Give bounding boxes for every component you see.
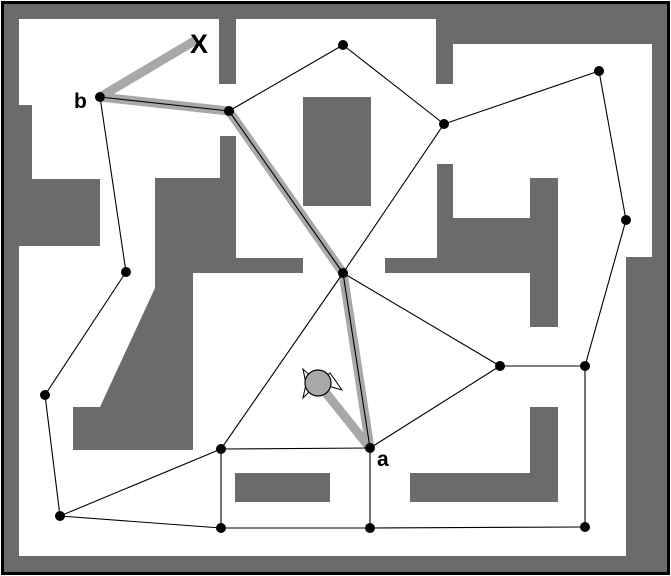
graph-node xyxy=(580,361,590,371)
graph-edge xyxy=(598,70,627,221)
graph-edge xyxy=(342,123,445,274)
graph-node-waypoint xyxy=(95,92,105,102)
graph-node xyxy=(439,119,449,129)
graph-edge xyxy=(99,96,230,112)
graph-edge xyxy=(342,44,445,125)
graph-edge xyxy=(342,272,501,367)
wall-left-tower xyxy=(73,136,303,450)
graph-edge xyxy=(369,365,501,449)
graph-edge xyxy=(342,272,371,449)
graph-node xyxy=(365,523,375,533)
graph-node xyxy=(216,444,226,454)
graph-node xyxy=(594,66,604,76)
graph-edge xyxy=(228,110,344,274)
graph-edge xyxy=(584,219,627,367)
graph-edge xyxy=(59,515,222,529)
graph-node xyxy=(40,390,50,400)
graph-node xyxy=(55,511,65,521)
graph-edge xyxy=(443,70,600,125)
graph-edge xyxy=(99,96,127,273)
wall-center-block xyxy=(303,97,371,206)
graph-edge xyxy=(59,448,222,517)
graph-edge xyxy=(44,271,127,396)
graph-node xyxy=(338,268,348,278)
graph-node xyxy=(121,267,131,277)
graph-node xyxy=(338,40,348,50)
graph-edge xyxy=(228,44,344,112)
wall-bottom-bar xyxy=(235,473,330,502)
wall-right-e-shape xyxy=(385,164,558,327)
graph-edge xyxy=(369,526,586,529)
waypoint-label-b: b xyxy=(74,90,87,113)
graph-edges xyxy=(44,44,627,529)
agent-body xyxy=(304,369,332,397)
start-label-a: a xyxy=(377,448,389,471)
graph-edge xyxy=(44,394,61,517)
goal-label-x: X xyxy=(190,29,208,59)
wall-bottom-right-l xyxy=(410,407,558,502)
agent-icon xyxy=(302,367,344,400)
graph-node xyxy=(621,215,631,225)
graph-nodes xyxy=(40,40,631,533)
graph-node xyxy=(495,361,505,371)
graph-node xyxy=(224,106,234,116)
graph-node-start xyxy=(365,443,375,453)
graph-node xyxy=(580,522,590,532)
graph-edge xyxy=(220,272,344,450)
graph-edge xyxy=(220,447,371,450)
graph-node xyxy=(216,523,226,533)
